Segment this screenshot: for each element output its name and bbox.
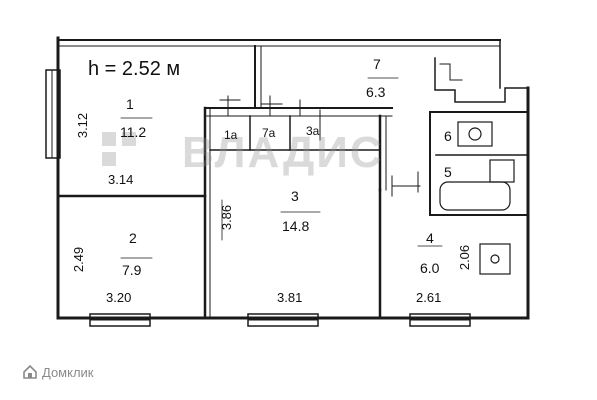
- sink: [457, 121, 493, 147]
- closet-1a-number: 1а: [224, 128, 238, 142]
- room-2-width-dim: 3.20: [106, 290, 132, 305]
- room-1-number: 1: [126, 96, 134, 112]
- room-7-area: 6.3: [366, 84, 386, 100]
- room-3-height-dim: 3.86: [219, 204, 235, 231]
- watermark-text: ВЛАДИС: [182, 128, 384, 177]
- room-5-number: 5: [444, 164, 452, 180]
- bathtub: [439, 181, 511, 211]
- room-4-height-dim: 2.06: [457, 244, 473, 271]
- room-1-width-dim: 3.14: [108, 172, 134, 187]
- room-6-number: 6: [444, 128, 452, 144]
- room-2-height-dim: 2.49: [71, 246, 87, 273]
- brand-logo: Домклик: [22, 364, 94, 380]
- house-icon: [23, 364, 37, 379]
- room-7-number: 7: [373, 56, 381, 72]
- ceiling-height-label: h = 2.52 м: [88, 58, 181, 80]
- room-3-width-dim: 3.81: [277, 290, 303, 305]
- room-1-height-dim: 3.12: [75, 112, 91, 139]
- stove: [479, 243, 511, 275]
- closet-7a-number: 7а: [262, 126, 276, 140]
- room-2-number: 2: [129, 230, 137, 246]
- room-4-area: 6.0: [420, 260, 440, 276]
- room-3-area: 14.8: [282, 218, 310, 234]
- room-2-area: 7.9: [122, 262, 142, 278]
- room-4-number: 4: [426, 230, 434, 246]
- brand-name: Домклик: [42, 364, 94, 380]
- watermark-logo-icon: [102, 132, 136, 166]
- room-4-width-dim: 2.61: [416, 290, 442, 305]
- room-3-number: 3: [291, 188, 299, 204]
- room-1-area: 11.2: [120, 124, 147, 140]
- closet-3a-number: 3а: [306, 124, 320, 138]
- window-room1: [45, 69, 61, 159]
